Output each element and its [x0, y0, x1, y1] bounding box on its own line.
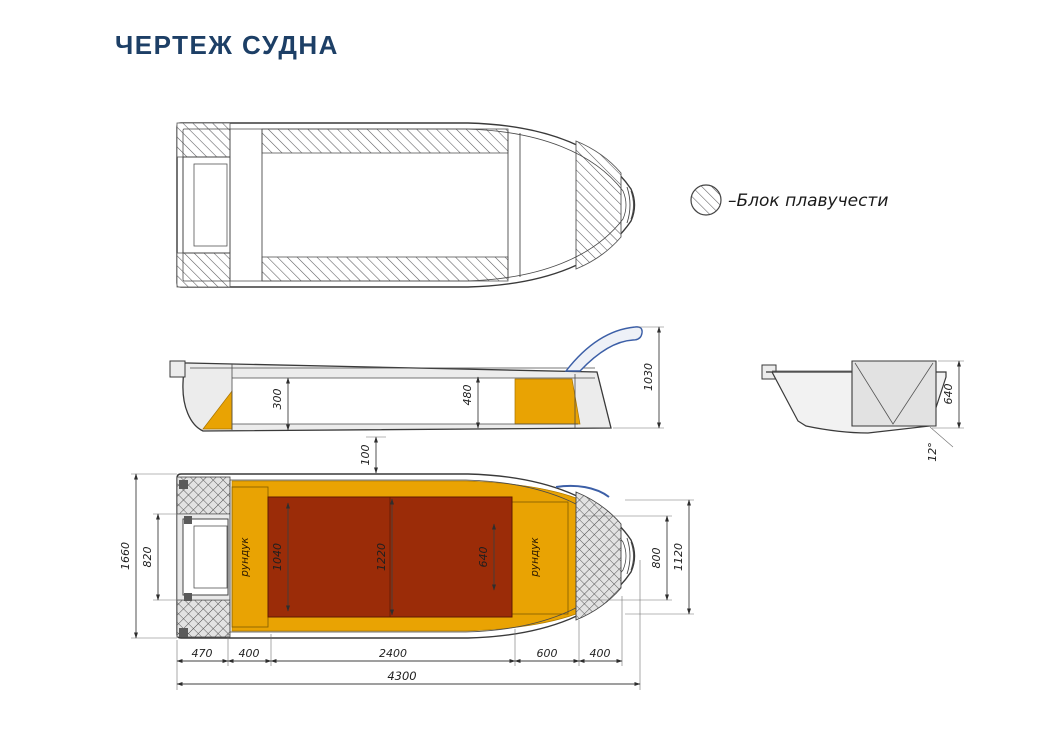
- dim-1220-label: 1220: [375, 543, 388, 571]
- dim-1040-label: 1040: [271, 543, 284, 571]
- top-view: [176, 122, 636, 288]
- dim-1030: 1030: [613, 326, 664, 429]
- dim-640-plan: 640: [477, 523, 497, 591]
- plan-motor-well-inner: [193, 525, 228, 589]
- dim-1120-label: 1120: [672, 543, 685, 571]
- dim-1660-label: 1660: [119, 542, 132, 570]
- dim-1660: 1660: [119, 473, 177, 639]
- buoyancy-block-bow: [575, 140, 622, 270]
- deadrise-label: 12°: [926, 442, 939, 462]
- dim-820-label: 820: [141, 547, 154, 568]
- buoyancy-block-side-bottom: [261, 256, 509, 282]
- locker-front-label: рундук: [529, 537, 541, 578]
- dim-1220: 1220: [375, 498, 395, 616]
- buoyancy-block-plan-bow: [575, 491, 622, 621]
- dim-1120: 1120: [625, 499, 694, 615]
- dim-480-label: 480: [461, 385, 474, 406]
- dim-1040: 1040: [271, 502, 291, 612]
- buoyancy-block-side-top: [261, 128, 509, 154]
- top-view-motor-well: [182, 156, 231, 254]
- buoyancy-legend-label: –Блок плавучести: [728, 191, 888, 211]
- side-view-stern-locker: [514, 378, 581, 425]
- dim-300: 300: [271, 377, 291, 431]
- top-view-inner-line: [182, 128, 627, 282]
- dim-640-plan-label: 640: [477, 547, 490, 568]
- plan-view: рундук рундук 1040 1220 640 820 1660: [119, 473, 694, 690]
- locker-rear: [231, 486, 269, 628]
- locker-front: [511, 501, 569, 615]
- buoyancy-block-stern-top: [176, 122, 231, 158]
- dim-480: 480: [461, 376, 481, 429]
- dim-100-label: 100: [359, 445, 372, 466]
- plan-bow-cap-lines: [626, 537, 634, 575]
- dim-total-length: 4300: [176, 669, 641, 687]
- page-title: ЧЕРТЕЖ СУДНА: [115, 30, 339, 60]
- dim-640-transom-label: 640: [942, 384, 955, 405]
- dim-100: 100: [359, 436, 386, 474]
- bow-rail-plan: [555, 484, 610, 498]
- plan-motor-well: [182, 518, 229, 596]
- dim-chain-bottom: 470 400 2400 600 400: [176, 560, 641, 690]
- dim-470-label: 470: [192, 647, 213, 660]
- stern-fittings: [179, 480, 192, 637]
- plan-inner-line: [183, 479, 627, 633]
- side-view-bow-fitting: [169, 360, 186, 378]
- dim-640-transom: 640: [932, 360, 964, 429]
- stern-rail: [564, 326, 643, 372]
- buoyancy-block-stern-bottom: [176, 252, 231, 288]
- transom-brace-lines: [854, 362, 934, 425]
- dim-400b-label: 400: [590, 647, 611, 660]
- dim-1030-label: 1030: [642, 363, 655, 391]
- side-view-cockpit: [232, 378, 515, 424]
- dim-400a-label: 400: [239, 647, 260, 660]
- top-view-motor-well-inner: [193, 163, 228, 247]
- dim-600-label: 600: [537, 647, 558, 660]
- dim-800-label: 800: [650, 548, 663, 569]
- legend: –Блок плавучести: [690, 184, 888, 216]
- dim-800: 800: [582, 515, 672, 601]
- top-view-frame-lines: [229, 129, 634, 281]
- locker-rear-label: рундук: [239, 537, 251, 578]
- side-view: 300 480 1030 100: [169, 326, 664, 474]
- dim-deadrise: 12°: [926, 426, 954, 462]
- dim-4300-label: 4300: [387, 669, 416, 683]
- dim-2400-label: 2400: [379, 647, 407, 660]
- dim-300-label: 300: [271, 389, 284, 410]
- dim-820: 820: [141, 513, 183, 601]
- buoyancy-legend-swatch: [690, 184, 722, 216]
- transom-view: 640 12°: [761, 360, 964, 462]
- transom-board: [851, 360, 937, 427]
